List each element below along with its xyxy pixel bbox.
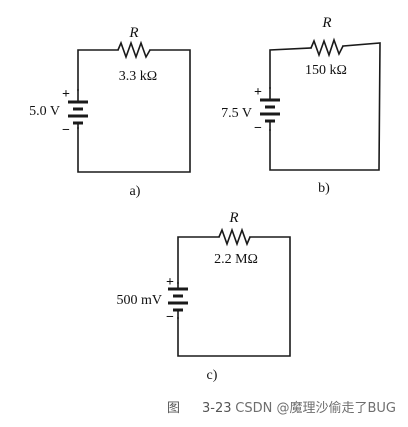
circuit-b-wire-top-left (269, 47, 312, 89)
circuit-b-voltage: 7.5 V (221, 106, 252, 121)
circuit-b-panel-label: b) (318, 181, 330, 196)
circuit-b-minus-sign: − (254, 121, 262, 136)
circuit-b: R 150 kΩ + − 7.5 V b) (221, 15, 381, 196)
circuit-b-resistor (310, 37, 344, 58)
circuit-c-resistor (218, 227, 251, 247)
circuit-b-plus-sign: + (254, 85, 262, 100)
circuit-a-resistor (117, 40, 151, 60)
circuit-a-resistor-symbol: R (128, 25, 138, 41)
circuit-a-battery (68, 89, 88, 129)
circuit-b-resistor-symbol: R (321, 15, 331, 31)
circuit-a-minus-sign: − (62, 123, 70, 138)
circuit-c-battery (168, 282, 188, 319)
figure-caption: 图 3-23 CSDN @魔理沙偷走了BUG (167, 401, 396, 416)
circuit-a-plus-sign: + (62, 87, 70, 102)
figure-caption-prefix: 图 (167, 401, 180, 416)
circuit-a-wire-top-left (77, 49, 119, 91)
circuit-c-panel-label: c) (207, 368, 218, 383)
circuit-c-wire-top-left (177, 236, 220, 284)
circuit-b-wire-top-right (269, 42, 381, 171)
circuit-c-voltage: 500 mV (117, 293, 163, 308)
circuit-b-battery (260, 87, 280, 131)
circuit-c-resistance: 2.2 MΩ (214, 252, 258, 267)
circuit-c-resistor-symbol: R (228, 210, 238, 226)
circuit-c-minus-sign: − (166, 310, 174, 325)
figure-caption-number: 3-23 (202, 401, 232, 416)
circuit-a-wire-top-right (77, 49, 191, 173)
circuit-c: R 2.2 MΩ + − 500 mV c) (117, 210, 291, 383)
circuit-c-plus-sign: + (166, 275, 174, 290)
circuit-c-wire-top-right (177, 236, 291, 357)
circuit-a: R 3.3 kΩ + − 5.0 V a) (29, 25, 191, 199)
circuit-a-panel-label: a) (130, 184, 141, 199)
csdn-watermark: CSDN @魔理沙偷走了BUG (235, 401, 396, 416)
circuit-a-voltage: 5.0 V (29, 104, 60, 119)
circuit-b-resistance: 150 kΩ (305, 63, 347, 78)
circuit-a-resistance: 3.3 kΩ (119, 69, 157, 84)
